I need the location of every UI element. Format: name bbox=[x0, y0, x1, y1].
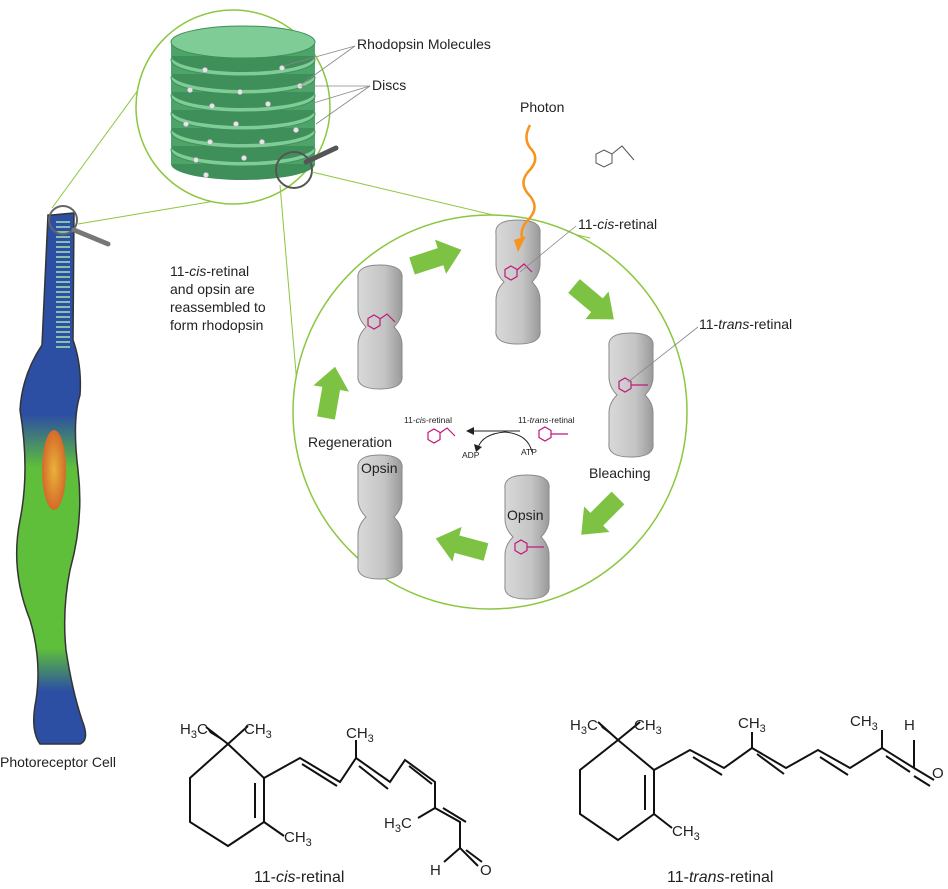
reassembled-line4: form rhodopsin bbox=[170, 317, 263, 333]
cis-leader bbox=[519, 225, 577, 273]
trans-retinal-label: 11-trans-retinal bbox=[699, 316, 792, 332]
cis-h3c-top: H3C bbox=[180, 721, 208, 741]
cis-aldehyde-o: O bbox=[480, 862, 492, 879]
label-leaders bbox=[282, 45, 371, 125]
retinal-trans-opsin bbox=[514, 539, 544, 555]
trans-retinal-structure bbox=[579, 721, 935, 842]
reassembled-line3: reassembled to bbox=[170, 299, 266, 315]
trans-aldehyde-h: H bbox=[904, 717, 915, 734]
photoreceptor-cell-label: Photoreceptor Cell bbox=[0, 754, 116, 770]
cell-magnifier bbox=[48, 205, 111, 247]
cis-structure-caption: 11-cis-retinal bbox=[254, 869, 344, 886]
regeneration-label: Regeneration bbox=[308, 434, 392, 450]
cis-aldehyde-h: H bbox=[430, 862, 441, 879]
trans-ch3-ring: CH3 bbox=[672, 823, 700, 843]
trans-retinal-labels: H3C CH3 CH3 CH3 CH3 H O 11-trans-retinal bbox=[570, 713, 944, 886]
trans-aldehyde-o: O bbox=[932, 765, 944, 782]
nucleus bbox=[42, 430, 66, 510]
reaction-trans-label: 11-trans-retinal bbox=[518, 415, 575, 425]
cis-retinal-structure bbox=[189, 725, 483, 867]
rhodopsin-cycle: Photon 11-cis-retinal 11-trans-retinal R… bbox=[292, 99, 792, 610]
cis-ch3-top: CH3 bbox=[244, 721, 272, 741]
opsin-label-right: Opsin bbox=[507, 507, 544, 523]
adp-label: ADP bbox=[462, 450, 480, 460]
trans-leader bbox=[627, 326, 699, 383]
cis-h3c-chain: H3C bbox=[384, 815, 412, 835]
disc-stack-view bbox=[135, 9, 339, 205]
photoreceptor-cell bbox=[15, 212, 87, 745]
outer-segment-discs bbox=[53, 218, 72, 353]
trans-h3c-top: H3C bbox=[570, 717, 598, 737]
opsin-label-left: Opsin bbox=[361, 460, 398, 476]
reassembled-line2: and opsin are bbox=[170, 281, 255, 297]
retinal-cis-top bbox=[504, 263, 533, 281]
reassembled-note: 11-cis-retinal and opsin are reassembled… bbox=[170, 263, 266, 333]
cis-retinal-label: 11-cis-retinal bbox=[578, 216, 657, 232]
bleaching-label: Bleaching bbox=[589, 465, 651, 481]
rhodopsin-dots bbox=[183, 65, 303, 178]
photon-label: Photon bbox=[520, 99, 564, 115]
trans-ch3-chain-2: CH3 bbox=[850, 713, 878, 733]
reaction-cis-label: 11-cis-retinal bbox=[404, 415, 452, 425]
cis-ch3-chain: CH3 bbox=[346, 725, 374, 745]
trans-structure-caption: 11-trans-retinal bbox=[667, 869, 773, 886]
cis-retinal-labels: H3C CH3 CH3 CH3 H3C H O 11-cis-retinal bbox=[180, 721, 492, 886]
retinal-icon bbox=[595, 145, 635, 168]
retinal-trans-bleached bbox=[618, 377, 648, 393]
discs-label: Discs bbox=[372, 77, 406, 93]
reassembled-line1: 11-cis-retinal bbox=[170, 263, 249, 279]
retinal-cis-left bbox=[367, 313, 396, 330]
rhodopsin-molecules-label: Rhodopsin Molecules bbox=[357, 36, 491, 52]
trans-ch3-chain-1: CH3 bbox=[738, 715, 766, 735]
atp-label: ATP bbox=[521, 447, 537, 457]
cis-ch3-ring: CH3 bbox=[284, 829, 312, 849]
regeneration-reaction: 11-cis-retinal 11-trans-retinal ADP ATP bbox=[404, 415, 575, 460]
photon-wave bbox=[520, 124, 537, 239]
photon-arrowhead bbox=[514, 236, 526, 252]
trans-ch3-top: CH3 bbox=[634, 717, 662, 737]
